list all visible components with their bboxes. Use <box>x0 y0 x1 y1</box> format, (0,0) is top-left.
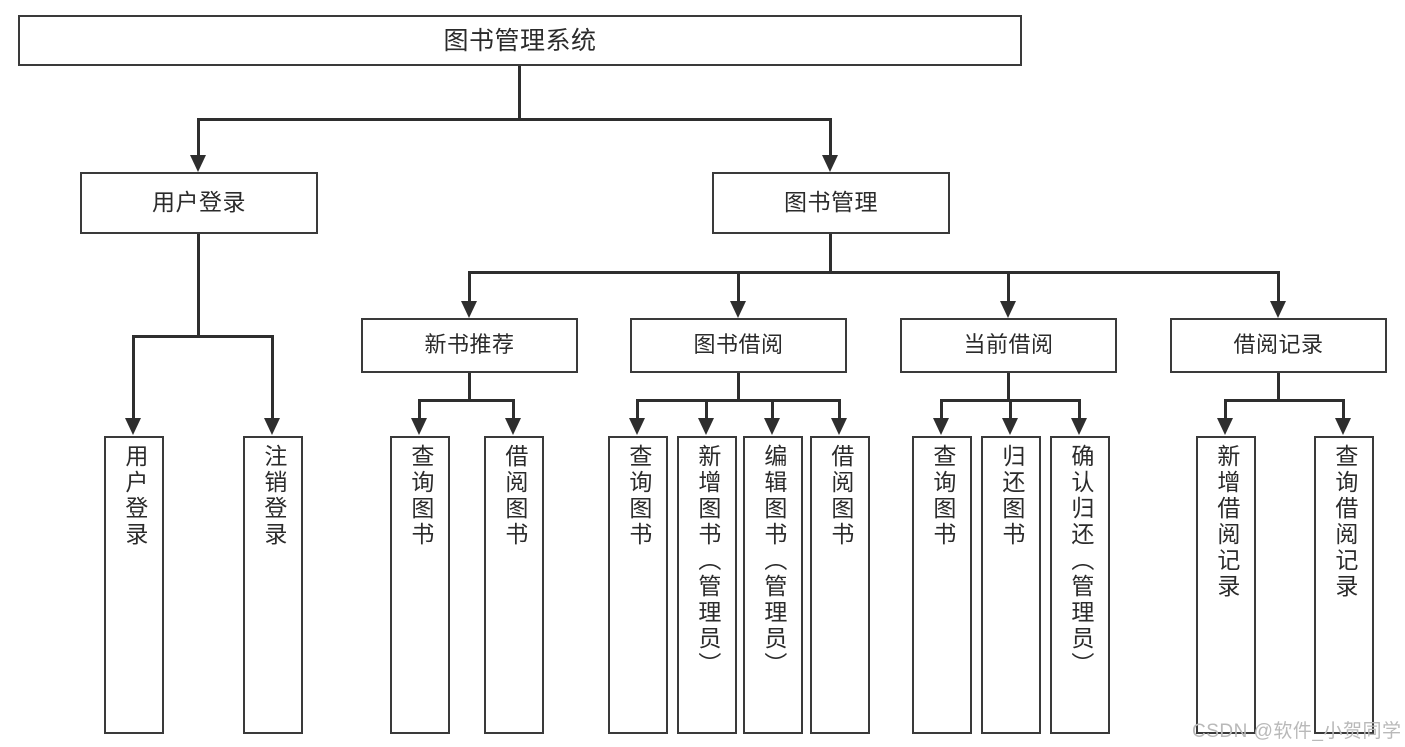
arrow-book-borrow-icon <box>730 301 746 318</box>
node-leaf-return-book-label: 归还图书 <box>998 444 1025 548</box>
node-leaf-borrow-book-2-label: 借阅图书 <box>827 444 854 548</box>
connector-book-borrow-drop-2 <box>705 399 708 418</box>
node-leaf-add-borrow-record-label: 新增借阅记录 <box>1213 444 1240 600</box>
node-borrow-record[interactable]: 借阅记录 <box>1170 318 1387 373</box>
connector-bus-book-borrow-children <box>637 399 840 402</box>
connector-current-borrow-drop-1 <box>940 399 943 418</box>
connector-user-login-right-drop <box>271 335 274 418</box>
connector-bus2-to-current-borrow <box>1007 271 1010 301</box>
connector-book-borrow-stem <box>737 373 740 399</box>
connector-bus2-to-borrow-record <box>1277 271 1280 301</box>
connector-bus-borrow-record-children <box>1225 399 1344 402</box>
arrow-book-management-icon <box>822 155 838 172</box>
node-leaf-borrow-book-2[interactable]: 借阅图书 <box>810 436 870 734</box>
connector-root-stem <box>518 66 521 118</box>
connector-book-borrow-drop-4 <box>838 399 841 418</box>
arrow-leaf-add-book-admin-icon <box>698 418 714 435</box>
connector-bus1-to-user-login <box>197 118 200 155</box>
node-leaf-confirm-return-admin[interactable]: 确认归还（管理员） <box>1050 436 1110 734</box>
arrow-borrow-record-icon <box>1270 301 1286 318</box>
node-new-book-recommend-label: 新书推荐 <box>424 332 515 358</box>
node-new-book-recommend[interactable]: 新书推荐 <box>361 318 578 373</box>
arrow-leaf-logout-login-icon <box>264 418 280 435</box>
arrow-leaf-edit-book-admin-icon <box>764 418 780 435</box>
arrow-leaf-borrow-book-2-icon <box>831 418 847 435</box>
node-book-management-label: 图书管理 <box>784 189 878 216</box>
node-user-login-label: 用户登录 <box>152 189 246 216</box>
connector-bus-user-login-children <box>133 335 273 338</box>
connector-user-login-left-drop <box>132 335 135 418</box>
node-leaf-edit-book-admin-label: 编辑图书（管理员） <box>760 444 787 678</box>
node-borrow-record-label: 借阅记录 <box>1233 332 1324 358</box>
node-root-label: 图书管理系统 <box>443 26 597 55</box>
node-book-management[interactable]: 图书管理 <box>712 172 950 234</box>
node-leaf-query-book-2-label: 查询图书 <box>625 444 652 548</box>
node-current-borrow[interactable]: 当前借阅 <box>900 318 1117 373</box>
node-leaf-logout-login[interactable]: 注销登录 <box>243 436 303 734</box>
arrow-new-book-recommend-icon <box>461 301 477 318</box>
connector-new-book-left-drop <box>418 399 421 418</box>
node-leaf-query-book-1[interactable]: 查询图书 <box>390 436 450 734</box>
connector-bus-new-book-children <box>419 399 514 402</box>
arrow-leaf-confirm-return-icon <box>1071 418 1087 435</box>
connector-new-book-right-drop <box>512 399 515 418</box>
connector-current-borrow-drop-3 <box>1078 399 1081 418</box>
watermark: CSDN @软件_小贺同学 <box>1192 721 1402 742</box>
connector-bus1-to-book-management <box>829 118 832 155</box>
node-leaf-query-book-3-label: 查询图书 <box>929 444 956 548</box>
connector-current-borrow-stem <box>1007 373 1010 399</box>
connector-book-borrow-drop-1 <box>636 399 639 418</box>
arrow-leaf-borrow-book-1-icon <box>505 418 521 435</box>
arrow-leaf-user-login-icon <box>125 418 141 435</box>
node-root[interactable]: 图书管理系统 <box>18 15 1022 66</box>
node-leaf-user-login-label: 用户登录 <box>121 444 148 548</box>
node-user-login[interactable]: 用户登录 <box>80 172 318 234</box>
arrow-leaf-query-borrow-record-icon <box>1335 418 1351 435</box>
node-leaf-edit-book-admin[interactable]: 编辑图书（管理员） <box>743 436 803 734</box>
node-leaf-query-book-2[interactable]: 查询图书 <box>608 436 668 734</box>
arrow-leaf-add-borrow-record-icon <box>1217 418 1233 435</box>
node-leaf-query-book-3[interactable]: 查询图书 <box>912 436 972 734</box>
connector-borrow-record-drop-2 <box>1342 399 1345 418</box>
connector-user-login-stem <box>197 234 200 335</box>
node-leaf-add-borrow-record[interactable]: 新增借阅记录 <box>1196 436 1256 734</box>
arrow-leaf-query-book-1-icon <box>411 418 427 435</box>
node-leaf-borrow-book-1-label: 借阅图书 <box>501 444 528 548</box>
node-book-borrow-label: 图书借阅 <box>693 332 784 358</box>
node-leaf-borrow-book-1[interactable]: 借阅图书 <box>484 436 544 734</box>
node-leaf-return-book[interactable]: 归还图书 <box>981 436 1041 734</box>
connector-book-borrow-drop-3 <box>771 399 774 418</box>
arrow-leaf-return-book-icon <box>1002 418 1018 435</box>
node-leaf-add-book-admin-label: 新增图书（管理员） <box>694 444 721 678</box>
node-leaf-add-book-admin[interactable]: 新增图书（管理员） <box>677 436 737 734</box>
connector-bus2-to-book-borrow <box>737 271 740 301</box>
connector-book-management-stem <box>829 234 832 271</box>
arrow-user-login-icon <box>190 155 206 172</box>
connector-bus2-to-new-book <box>468 271 471 301</box>
arrow-leaf-query-book-3-icon <box>933 418 949 435</box>
connector-current-borrow-drop-2 <box>1009 399 1012 418</box>
node-book-borrow[interactable]: 图书借阅 <box>630 318 847 373</box>
node-leaf-query-borrow-record-label: 查询借阅记录 <box>1331 444 1358 600</box>
connector-borrow-record-drop-1 <box>1224 399 1227 418</box>
node-leaf-user-login[interactable]: 用户登录 <box>104 436 164 734</box>
connector-bus-root-children <box>198 118 831 121</box>
connector-bus-book-management-children <box>469 271 1279 274</box>
node-leaf-logout-login-label: 注销登录 <box>260 444 287 548</box>
connector-new-book-stem <box>468 373 471 399</box>
arrow-current-borrow-icon <box>1000 301 1016 318</box>
node-leaf-query-book-1-label: 查询图书 <box>407 444 434 548</box>
connector-borrow-record-stem <box>1277 373 1280 399</box>
node-leaf-query-borrow-record[interactable]: 查询借阅记录 <box>1314 436 1374 734</box>
node-current-borrow-label: 当前借阅 <box>963 332 1054 358</box>
node-leaf-confirm-return-admin-label: 确认归还（管理员） <box>1067 444 1094 678</box>
arrow-leaf-query-book-2-icon <box>629 418 645 435</box>
connector-bus-current-borrow-children <box>941 399 1080 402</box>
